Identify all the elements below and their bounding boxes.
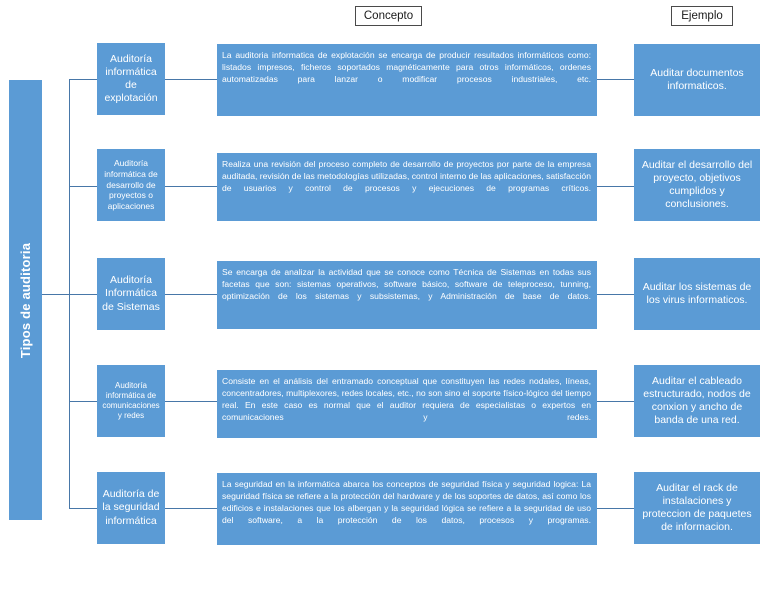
connector-trunk-to-category-5 <box>69 508 97 509</box>
category-node-1-label: Auditoría informática de explotación <box>104 52 158 105</box>
concept-node-5[interactable]: La seguridad en la informática abarca lo… <box>217 473 597 545</box>
concept-node-2-text: Realiza una revisión del proceso complet… <box>222 159 591 193</box>
example-node-2[interactable]: Auditar el desarrollo del proyecto, obje… <box>634 149 760 221</box>
concept-node-5-text: La seguridad en la informática abarca lo… <box>222 479 591 525</box>
header-concepto-label: Concepto <box>363 10 414 22</box>
concept-node-1[interactable]: La auditoria informatica de explotación … <box>217 44 597 116</box>
concept-node-4[interactable]: Consiste en el análisis del entramado co… <box>217 370 597 438</box>
category-node-4-label: Auditoría informática de comunicaciones … <box>102 381 160 420</box>
connector-category-4-to-concept <box>165 401 217 402</box>
example-node-3[interactable]: Auditar los sistemas de los virus inform… <box>634 258 760 330</box>
category-node-1[interactable]: Auditoría informática de explotación <box>97 43 165 115</box>
concept-node-3[interactable]: Se encarga de analizar la actividad que … <box>217 261 597 329</box>
example-node-4[interactable]: Auditar el cableado estructurado, nodos … <box>634 365 760 437</box>
connector-category-3-to-concept <box>165 294 217 295</box>
connector-trunk-to-category-1 <box>69 79 97 80</box>
header-ejemplo: Ejemplo <box>671 6 733 26</box>
category-node-2[interactable]: Auditoría informática de desarrollo de p… <box>97 149 165 221</box>
connector-category-1-to-concept <box>165 79 217 80</box>
connector-trunk <box>69 79 70 508</box>
header-ejemplo-label: Ejemplo <box>681 10 723 22</box>
category-node-3-label: Auditoría Informática de Sistemas <box>102 274 160 313</box>
connector-concept-5-to-example <box>597 508 634 509</box>
connector-root-to-trunk <box>42 294 69 295</box>
connector-trunk-to-category-2 <box>69 186 97 187</box>
example-node-1-label: Auditar documentos informaticos. <box>650 66 744 92</box>
root-node-tipos-de-auditoria[interactable]: Tipos de auditoria <box>9 80 42 520</box>
connector-concept-2-to-example <box>597 186 634 187</box>
root-node-label: Tipos de auditoria <box>18 242 34 358</box>
category-node-3[interactable]: Auditoría Informática de Sistemas <box>97 258 165 330</box>
connector-category-2-to-concept <box>165 186 217 187</box>
concept-node-2[interactable]: Realiza una revisión del proceso complet… <box>217 153 597 221</box>
example-node-4-label: Auditar el cableado estructurado, nodos … <box>643 374 751 427</box>
category-node-2-label: Auditoría informática de desarrollo de p… <box>104 158 158 211</box>
example-node-1[interactable]: Auditar documentos informaticos. <box>634 44 760 116</box>
category-node-4[interactable]: Auditoría informática de comunicaciones … <box>97 365 165 437</box>
category-node-5-label: Auditoría de la seguridad informática <box>102 488 160 527</box>
connector-category-5-to-concept <box>165 508 217 509</box>
header-concepto: Concepto <box>355 6 422 26</box>
category-node-5[interactable]: Auditoría de la seguridad informática <box>97 472 165 544</box>
example-node-3-label: Auditar los sistemas de los virus inform… <box>642 280 752 306</box>
example-node-5[interactable]: Auditar el rack de instalaciones y prote… <box>634 472 760 544</box>
example-node-2-label: Auditar el desarrollo del proyecto, obje… <box>641 158 753 211</box>
connector-concept-1-to-example <box>597 79 634 80</box>
connector-concept-3-to-example <box>597 294 634 295</box>
connector-concept-4-to-example <box>597 401 634 402</box>
concept-node-3-text: Se encarga de analizar la actividad que … <box>222 267 591 301</box>
concept-node-1-text: La auditoria informatica de explotación … <box>222 50 591 84</box>
example-node-5-label: Auditar el rack de instalaciones y prote… <box>642 481 752 534</box>
concept-node-4-text: Consiste en el análisis del entramado co… <box>222 376 591 422</box>
connector-trunk-to-category-4 <box>69 401 97 402</box>
connector-trunk-to-category-3 <box>69 294 97 295</box>
